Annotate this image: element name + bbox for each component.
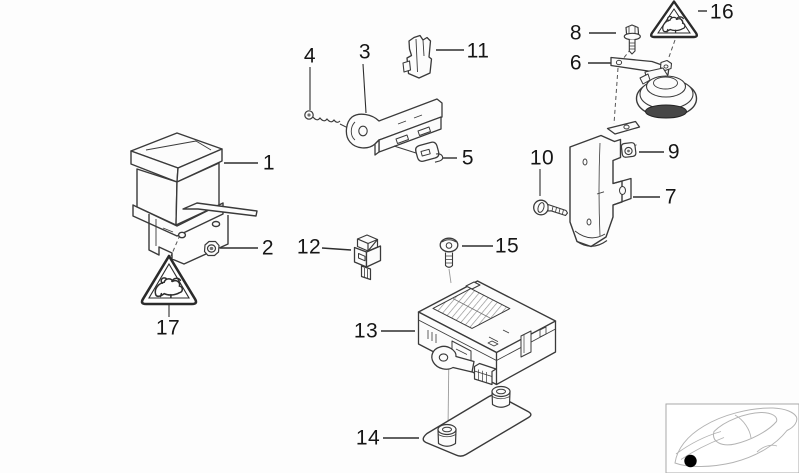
- part-16-warning-triangle: [649, 0, 699, 39]
- callout-11[interactable]: 11: [466, 39, 490, 63]
- leader-lines: [168, 10, 707, 439]
- part-11-clip: [402, 34, 433, 79]
- callout-1[interactable]: 1: [262, 151, 276, 175]
- callout-7[interactable]: 7: [664, 185, 678, 209]
- part-1-alarm-siren: [130, 132, 258, 265]
- callout-4[interactable]: 4: [303, 44, 317, 68]
- part-12-switch: [353, 234, 382, 281]
- callout-16[interactable]: 16: [709, 0, 735, 24]
- callout-17[interactable]: 17: [155, 316, 181, 340]
- callout-5[interactable]: 5: [461, 146, 475, 170]
- horn: [635, 67, 698, 119]
- location-marker-dot: [684, 454, 697, 468]
- callout-13[interactable]: 13: [353, 319, 379, 343]
- part-4-screw-spring: [304, 110, 353, 131]
- part-5-clip: [415, 141, 444, 163]
- part-3-bracket: [345, 98, 443, 156]
- callout-8[interactable]: 8: [569, 21, 583, 45]
- callout-6[interactable]: 6: [569, 51, 583, 75]
- part-17-warning-triangle: [140, 254, 198, 306]
- part-7-mounting-bracket: [569, 120, 641, 248]
- part-13-control-module: [417, 280, 557, 386]
- part-15-screw: [439, 237, 459, 268]
- callout-12[interactable]: 12: [296, 235, 322, 259]
- car-location-inset[interactable]: [665, 403, 799, 473]
- car-outline-icon: [674, 407, 798, 467]
- callout-9[interactable]: 9: [667, 140, 681, 164]
- part-14-base-plate: [422, 385, 532, 457]
- part-9-nut: [619, 142, 637, 158]
- callout-15[interactable]: 15: [494, 234, 520, 258]
- callout-14[interactable]: 14: [355, 426, 381, 450]
- part-8-bolt: [623, 24, 641, 55]
- part-10-screw: [533, 199, 569, 217]
- callout-2[interactable]: 2: [261, 236, 275, 260]
- callout-10[interactable]: 10: [529, 146, 555, 170]
- part-2-nut: [203, 240, 220, 257]
- callout-3[interactable]: 3: [358, 40, 372, 64]
